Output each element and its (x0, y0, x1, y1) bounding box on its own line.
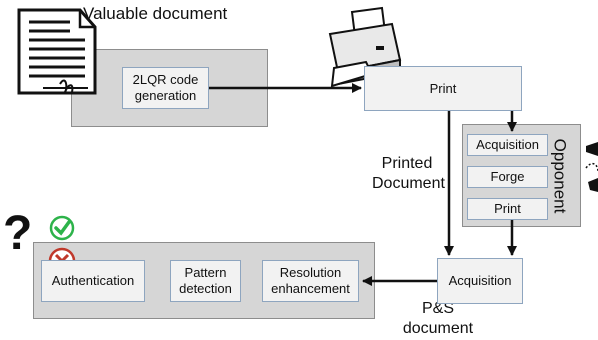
pattern-detection-box: Pattern detection (170, 260, 241, 302)
print-box: Print (364, 66, 522, 111)
resolution-enhancement-box: Resolution enhancement (262, 260, 359, 302)
opponent-forge-box: Forge (467, 166, 548, 188)
authentication-box: Authentication (41, 260, 145, 302)
ps-document-label: P&S document (402, 300, 474, 337)
question-mark: ? (3, 207, 33, 260)
printed-document-label: Printed Document (372, 155, 445, 192)
valuable-document-label: Valuable document (83, 4, 228, 23)
opponent-acquisition-box: Acquisition (467, 134, 548, 156)
acquisition-box: Acquisition (437, 258, 523, 304)
qr-code-generation-box: 2LQR code generation (122, 67, 209, 109)
opponent-print-box: Print (467, 198, 548, 220)
